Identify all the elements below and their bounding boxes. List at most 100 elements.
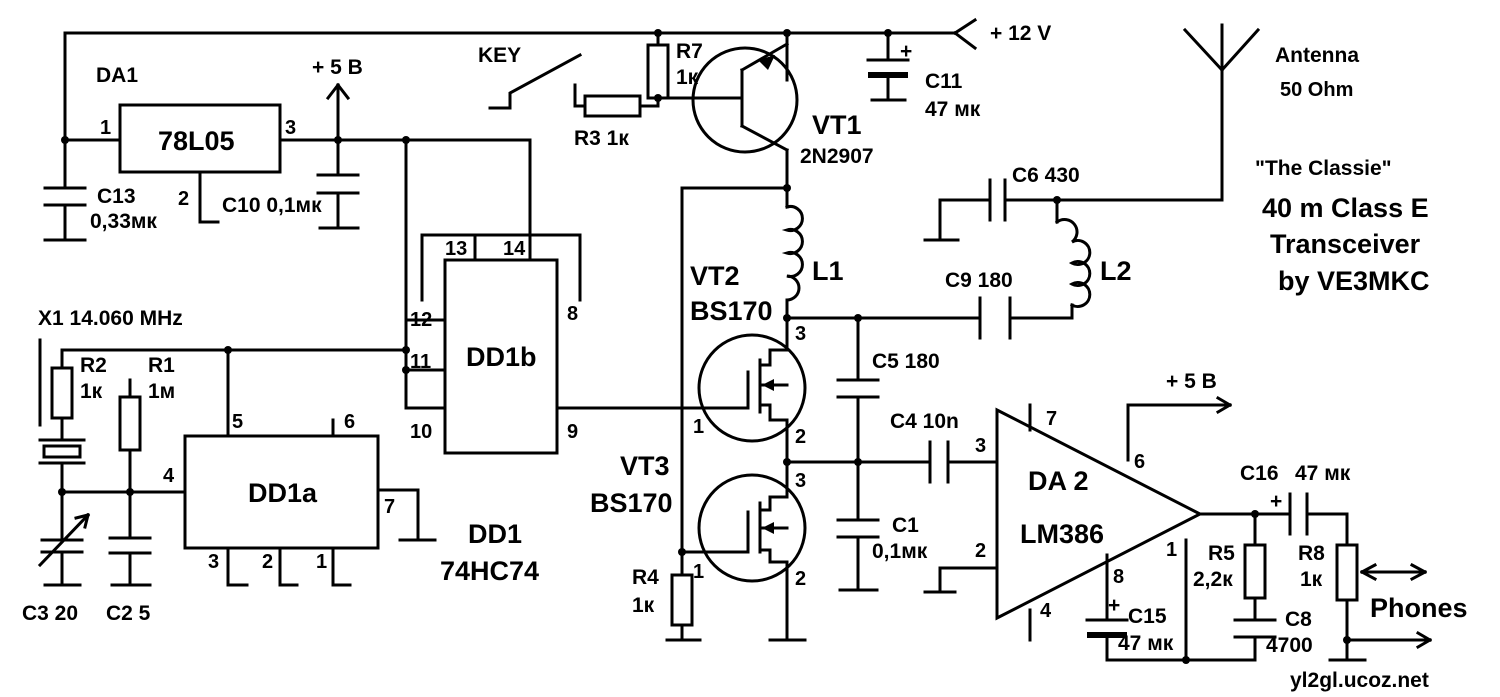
label-r7: R7 bbox=[676, 40, 703, 63]
label-c9: C9 180 bbox=[945, 269, 1013, 292]
label-plus5-top: + 5 В bbox=[312, 56, 363, 79]
pin-dd1a-2: 2 bbox=[262, 551, 273, 573]
pin-dd1b-11: 11 bbox=[410, 351, 431, 373]
label-r5-value: 2,2к bbox=[1193, 568, 1233, 591]
label-c13: C13 bbox=[97, 185, 136, 208]
label-r5: R5 bbox=[1208, 542, 1235, 565]
wires bbox=[43, 17, 1433, 662]
pin-vt2-3: 3 bbox=[795, 323, 806, 345]
label-antenna-impedance: 50 Ohm bbox=[1280, 79, 1353, 101]
r2-resistor-symbol bbox=[50, 366, 74, 420]
c3-trimmer-capacitor-symbol bbox=[37, 512, 91, 568]
pin-da2-1: 1 bbox=[1166, 539, 1177, 561]
pin-dd1a-5: 5 bbox=[232, 411, 243, 433]
label-c16-value: 47 мк bbox=[1295, 462, 1351, 485]
label-c2: C2 5 bbox=[106, 602, 151, 625]
label-c11-plus: + bbox=[900, 40, 912, 63]
c1-capacitor-symbol bbox=[836, 518, 880, 539]
label-r8: R8 bbox=[1298, 542, 1325, 565]
label-r7-value: 1к bbox=[676, 66, 699, 89]
label-vt2: VT2 bbox=[690, 261, 740, 291]
label-c11-value: 47 мк bbox=[925, 98, 981, 121]
label-key: KEY bbox=[478, 44, 521, 67]
c5-capacitor-symbol bbox=[836, 378, 880, 399]
label-title-line1: "The Classie" bbox=[1255, 157, 1392, 180]
label-l1: L1 bbox=[812, 256, 844, 286]
c2-capacitor-symbol bbox=[108, 536, 152, 555]
pin-dd1b-14: 14 bbox=[503, 238, 526, 260]
c13-capacitor-symbol bbox=[43, 186, 87, 207]
label-l2: L2 bbox=[1100, 256, 1132, 286]
r1-resistor-symbol bbox=[118, 395, 142, 452]
label-r3: R3 1к bbox=[574, 127, 629, 150]
label-supply-12v: + 12 V bbox=[990, 22, 1051, 45]
label-x1: X1 14.060 MHz bbox=[38, 307, 183, 330]
c9-capacitor-symbol bbox=[978, 296, 1012, 340]
pin-da2-4: 4 bbox=[1040, 600, 1052, 622]
c4-capacitor-symbol bbox=[928, 440, 950, 484]
label-vt1-part: 2N2907 bbox=[800, 145, 874, 168]
plus5-arrow-top bbox=[325, 82, 351, 101]
c10-capacitor-symbol bbox=[316, 173, 360, 195]
label-antenna: Antenna bbox=[1275, 44, 1359, 67]
label-r8-value: 1к bbox=[1300, 568, 1323, 591]
label-r4: R4 bbox=[632, 566, 659, 589]
pin-dd1b-10: 10 bbox=[410, 421, 432, 443]
pin-dd1a-7: 7 bbox=[384, 496, 395, 518]
vt2-mosfet-symbol bbox=[697, 333, 807, 443]
label-c13-value: 0,33мк bbox=[90, 210, 157, 233]
pin-da1-gnd: 2 bbox=[178, 188, 189, 210]
label-title-line4: by VE3MKC bbox=[1278, 266, 1430, 296]
label-c16-plus: + bbox=[1270, 490, 1282, 513]
pin-dd1b-8: 8 bbox=[567, 303, 578, 325]
label-dd1b: DD1b bbox=[466, 342, 537, 372]
label-r4-value: 1к bbox=[632, 594, 655, 617]
r4-resistor-symbol bbox=[670, 573, 694, 627]
label-vt2-part: BS170 bbox=[690, 296, 773, 326]
label-vt1: VT1 bbox=[812, 110, 862, 140]
label-plus5-right: + 5 В bbox=[1166, 370, 1217, 393]
label-title-line3: Transceiver bbox=[1270, 229, 1421, 259]
pin-da2-6: 6 bbox=[1134, 451, 1145, 473]
r8-potentiometer-symbol bbox=[1335, 543, 1359, 602]
label-da2-part: LM386 bbox=[1020, 519, 1104, 549]
label-phones: Phones bbox=[1370, 593, 1468, 623]
pin-da2-7: 7 bbox=[1046, 408, 1057, 430]
labels: + 12 V Antenna 50 Ohm KEY DA1 78L05 + 5 … bbox=[22, 22, 1468, 692]
label-dd1a: DD1a bbox=[248, 478, 318, 508]
pin-dd1a-6: 6 bbox=[344, 411, 355, 433]
pin-da2-8: 8 bbox=[1113, 566, 1124, 588]
pin-vt3-3: 3 bbox=[795, 470, 806, 492]
label-c6: C6 430 bbox=[1012, 164, 1080, 187]
label-c1: C1 bbox=[892, 514, 919, 537]
label-r1-value: 1м bbox=[148, 380, 175, 403]
label-da1: DA1 bbox=[96, 64, 138, 87]
dd1a-flipflop-body bbox=[183, 434, 380, 550]
l1-inductor-symbol bbox=[781, 205, 804, 302]
pin-vt3-2: 2 bbox=[795, 568, 806, 590]
pin-vt2-1: 1 bbox=[693, 416, 704, 438]
label-c15: C15 bbox=[1128, 605, 1167, 628]
r7-resistor-symbol bbox=[646, 43, 670, 100]
pin-dd1b-13: 13 bbox=[445, 238, 467, 260]
label-vt3-part: BS170 bbox=[590, 488, 673, 518]
pin-vt3-1: 1 bbox=[693, 561, 704, 583]
pin-da1-out: 3 bbox=[285, 117, 296, 139]
label-title-line2: 40 m Class E bbox=[1262, 193, 1429, 223]
c11-capacitor-symbol bbox=[866, 58, 910, 78]
label-r2-value: 1к bbox=[80, 380, 103, 403]
c8-capacitor-symbol bbox=[1233, 618, 1277, 639]
dd1b-flipflop-body bbox=[443, 258, 559, 455]
label-c15-plus: + bbox=[1108, 594, 1120, 617]
label-c15-value: 47 мк bbox=[1118, 632, 1174, 655]
pin-dd1a-4: 4 bbox=[163, 465, 175, 487]
pin-dd1a-3: 3 bbox=[208, 551, 219, 573]
label-c10: C10 0,1мк bbox=[222, 194, 322, 217]
pin-da2-2: 2 bbox=[975, 540, 986, 562]
label-c4: C4 10n bbox=[890, 410, 959, 433]
label-r1: R1 bbox=[148, 354, 175, 377]
pin-dd1b-9: 9 bbox=[567, 421, 578, 443]
r5-resistor-symbol bbox=[1243, 543, 1267, 600]
c15-capacitor-symbol bbox=[1085, 618, 1129, 638]
